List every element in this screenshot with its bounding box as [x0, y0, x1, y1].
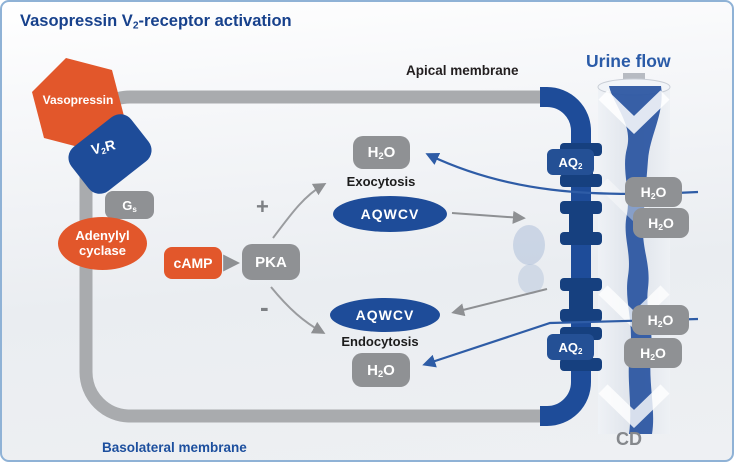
- page-title: Vasopressin V2-receptor activation: [20, 12, 292, 32]
- endocytosis-label: Endocytosis: [341, 334, 419, 349]
- h2o-box: H2O: [625, 177, 682, 207]
- arrow-pka-to-exocytosis: [272, 183, 327, 239]
- minus-sign: -: [260, 292, 269, 322]
- pka-box: PKA: [242, 244, 300, 280]
- aquaporin-channel: [560, 201, 602, 245]
- h2o-box: H2O: [632, 305, 689, 335]
- flow-chevron-icon: [598, 90, 670, 135]
- vesicle: [518, 264, 544, 294]
- apical-membrane-label: Apical membrane: [406, 63, 519, 78]
- vasopressin-label: Vasopressin: [42, 93, 114, 107]
- aqwcv-vesicle-bottom: AQWCV: [330, 298, 440, 332]
- h2o-box: H2O: [353, 136, 410, 169]
- vesicle: [513, 225, 545, 265]
- h2o-box: H2O: [633, 208, 689, 238]
- aq2-channel-label: AQ2: [547, 334, 594, 360]
- aq2-channel-label: AQ2: [547, 149, 594, 175]
- arrow-aqwcv-to-membrane: [451, 210, 526, 224]
- basolateral-membrane-label: Basolateral membrane: [102, 440, 247, 455]
- apical-membrane-stripe: [540, 87, 591, 426]
- h2o-box: H2O: [352, 353, 410, 387]
- urine-flow-label: Urine flow: [586, 51, 671, 71]
- h2o-box: H2O: [624, 338, 682, 368]
- camp-box: cAMP: [164, 247, 222, 279]
- aqwcv-vesicle-top: AQWCV: [333, 196, 447, 232]
- gs-protein: Gs: [105, 191, 154, 219]
- v2r-receptor-shape: [68, 114, 152, 194]
- arrow-membrane-to-aqwcv: [451, 288, 548, 317]
- arrow-pka-to-endocytosis: [270, 286, 326, 334]
- cell-membrane-outline: [79, 90, 547, 423]
- plus-sign: +: [256, 194, 269, 219]
- flow-chevron-icon: [598, 384, 670, 429]
- aquaporin-channel: [560, 278, 602, 322]
- cd-label: CD: [616, 429, 642, 449]
- exocytosis-label: Exocytosis: [346, 174, 416, 189]
